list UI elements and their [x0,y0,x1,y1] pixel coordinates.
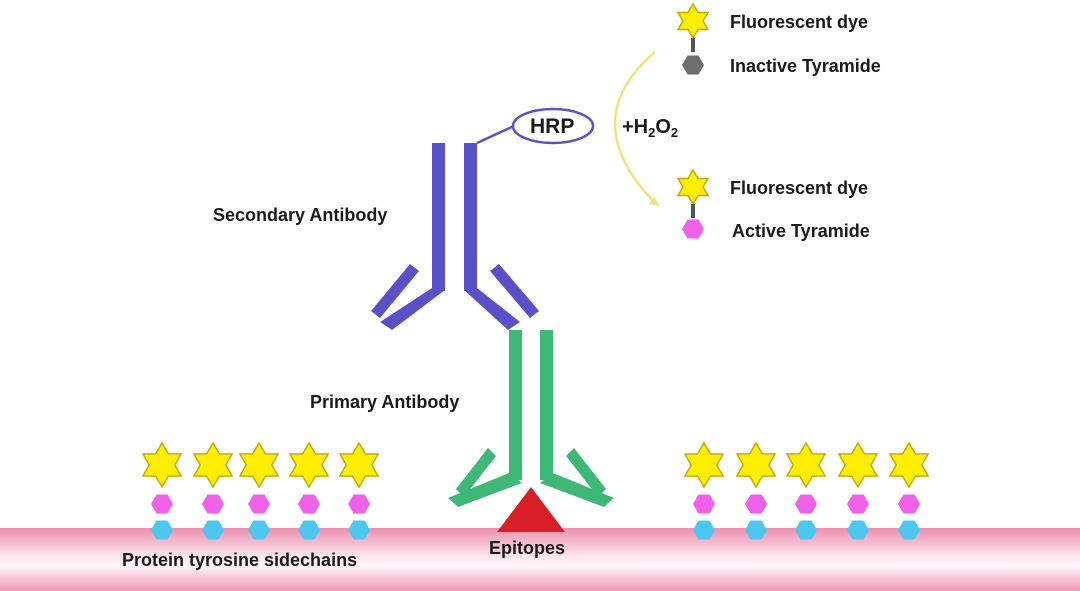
fluorescent-dye-star-icon [676,2,710,40]
signal-stack [735,441,777,540]
fluorescent-dye-star-icon [192,441,234,489]
reagent-prefix: +H [622,116,649,138]
primary-antibody [448,330,614,507]
hrp-link [476,124,515,145]
legend-inactive-dye-label: Fluorescent dye [730,12,869,32]
hrp-ellipse [511,107,595,145]
reagent-sub2: 2 [670,125,679,140]
active-tyramide-hexagon-icon [795,494,817,514]
signal-stack [837,441,879,540]
active-tyramide-hexagon-icon [248,494,270,514]
tyrosine-hexagon-icon [693,520,715,540]
fluorescent-dye-star-icon [837,441,879,489]
signal-stack [888,441,930,540]
tyrosine-hexagon-icon [847,520,869,540]
reaction-arrowhead [649,197,660,206]
signal-stack [141,441,183,540]
signal-stack [338,441,380,540]
fluorescent-dye-star-icon [676,168,710,206]
legend-inactive-tyramide-label: Inactive Tyramide [730,56,881,76]
cell-membrane [0,528,1080,591]
tyrosine-hexagon-icon [151,520,173,540]
active-tyramide-hexagon-icon [847,494,869,514]
fluorescent-dye-star-icon [735,441,777,489]
active-tyramide-hexagon-icon [151,494,173,514]
epitopes-label: Epitopes [489,538,566,558]
reagent-sub1: 2 [648,125,656,140]
signal-stack [238,441,280,540]
fluorescent-dye-star-icon [683,441,725,489]
reagent-label: +H2O2 [622,117,678,139]
fluorescent-dye-star-icon [288,441,330,489]
epitope-triangle [497,487,565,532]
active-tyramide-hexagon-icon [898,494,920,514]
active-tyramide-hexagon-icon [202,494,224,514]
secondary-antibody [371,143,539,330]
legend-inactive [676,2,710,75]
tyrosine-hexagon-icon [348,520,370,540]
legend-active-tyramide-label: Active Tyramide [732,221,870,241]
reaction-arrow [613,51,656,204]
tyrosine-hexagon-icon [298,520,320,540]
signal-stack [785,441,827,540]
secondary-antibody-label: Secondary Antibody [213,205,388,225]
legend-active-dye-label: Fluorescent dye [730,178,869,198]
tyrosine-hexagon-icon [898,520,920,540]
hrp-label: HRP [530,115,575,138]
active-tyramide-hexagon-icon [682,219,704,239]
reagent-mid: O [655,116,671,138]
tyrosine-hexagon-icon [745,520,767,540]
signal-stacks [141,441,930,540]
primary-antibody-label: Primary Antibody [310,392,460,412]
active-tyramide-hexagon-icon [348,494,370,514]
fluorescent-dye-star-icon [338,441,380,489]
tyrosine-hexagon-icon [248,520,270,540]
active-tyramide-hexagon-icon [745,494,767,514]
active-tyramide-hexagon-icon [693,494,715,514]
fluorescent-dye-star-icon [238,441,280,489]
signal-stack [683,441,725,540]
fluorescent-dye-star-icon [888,441,930,489]
protein-sidechains-label: Protein tyrosine sidechains [122,550,358,570]
active-tyramide-hexagon-icon [298,494,320,514]
fluorescent-dye-star-icon [785,441,827,489]
fluorescent-dye-star-icon [141,441,183,489]
signal-stack [192,441,234,540]
tyrosine-hexagon-icon [202,520,224,540]
tyrosine-hexagon-icon [795,520,817,540]
signal-stack [288,441,330,540]
inactive-tyramide-hexagon-icon [682,55,704,75]
legend-active [676,168,710,239]
